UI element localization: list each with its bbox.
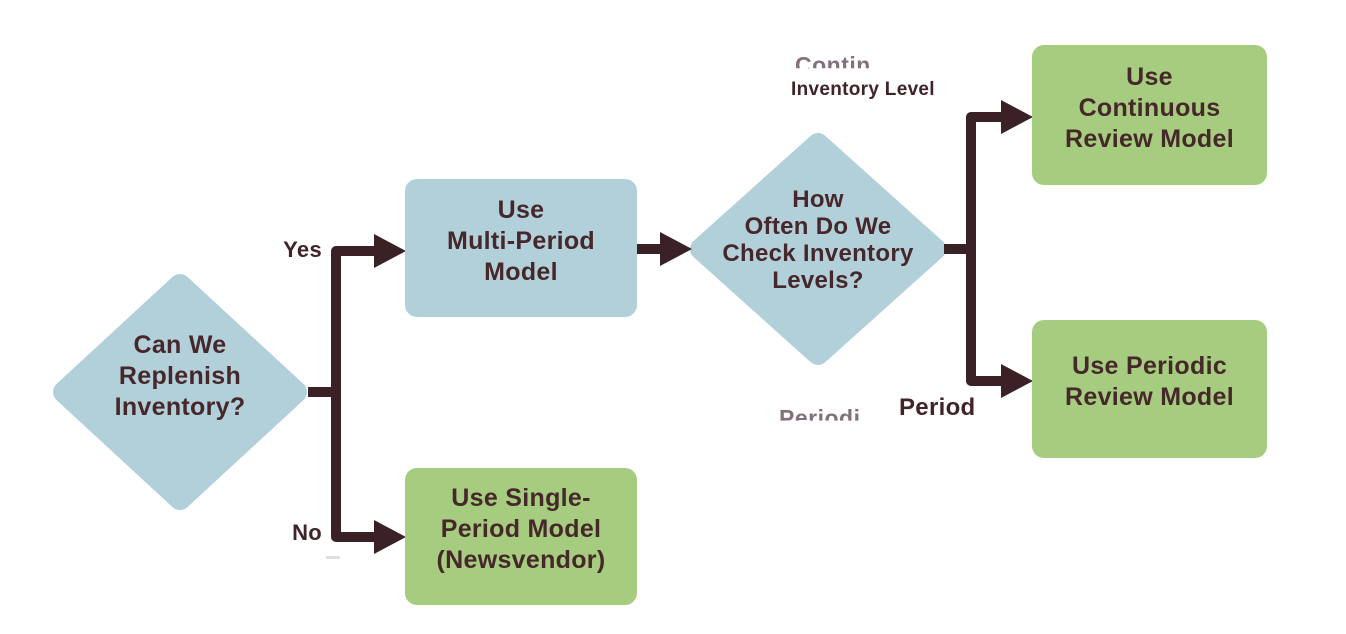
label-line: Use Periodic	[1071, 352, 1228, 380]
arrowhead-check	[660, 232, 692, 266]
node-continuous-review: Use Continuous Review Model	[1032, 45, 1267, 185]
label-line: Inventory?	[114, 393, 246, 421]
edge-label-no: No	[292, 520, 322, 545]
node-multi-period: Use Multi-Period Model	[405, 179, 637, 317]
arrowhead-yes	[374, 234, 406, 268]
erased-label-continuously: Contin	[795, 52, 871, 78]
label-line: Can We	[133, 331, 227, 359]
node-single-period: Use Single- Period Model (Newsvendor)	[405, 468, 637, 605]
label-line: (Newsvendor)	[436, 546, 606, 574]
connector-review-branch	[966, 112, 1004, 386]
decision-replenish-label: Can We Replenish Inventory?	[55, 330, 305, 423]
arrowhead-continuous	[1001, 100, 1033, 134]
decision-check-shape	[690, 133, 946, 365]
label-line: Multi-Period	[446, 226, 596, 255]
label-line: How	[792, 186, 844, 213]
label-line: Use	[1126, 62, 1173, 91]
node-periodic-review: Use Periodic Review Model	[1032, 320, 1267, 458]
edge-label-period: Period	[899, 394, 976, 421]
decision-replenish-shape	[53, 274, 307, 510]
connector-yes-no-branch	[331, 246, 378, 542]
erased-label-periodically: Periodi	[779, 405, 861, 431]
arrowhead-periodic	[1001, 364, 1033, 398]
label-line: Check Inventory	[722, 240, 914, 267]
decision-check-label: How Often Do We Check Inventory Levels?	[693, 186, 943, 294]
label-line: Continuous	[1078, 93, 1221, 122]
label-line: Replenish	[118, 362, 242, 390]
label-line: Model	[484, 257, 558, 286]
edge-label-yes: Yes	[283, 237, 322, 262]
erased-text-artifact	[326, 556, 340, 559]
label-line: Often Do We	[744, 213, 892, 240]
edge-label-inventory-level: Inventory Level	[791, 79, 935, 100]
label-line: Use Single-	[451, 484, 591, 512]
label-line: Review Model	[1065, 383, 1234, 411]
label-line: Use	[497, 195, 545, 224]
label-line: Levels?	[772, 267, 864, 294]
label-line: Review Model	[1065, 124, 1234, 153]
arrowhead-no	[374, 520, 406, 554]
label-line: Period Model	[440, 515, 602, 543]
